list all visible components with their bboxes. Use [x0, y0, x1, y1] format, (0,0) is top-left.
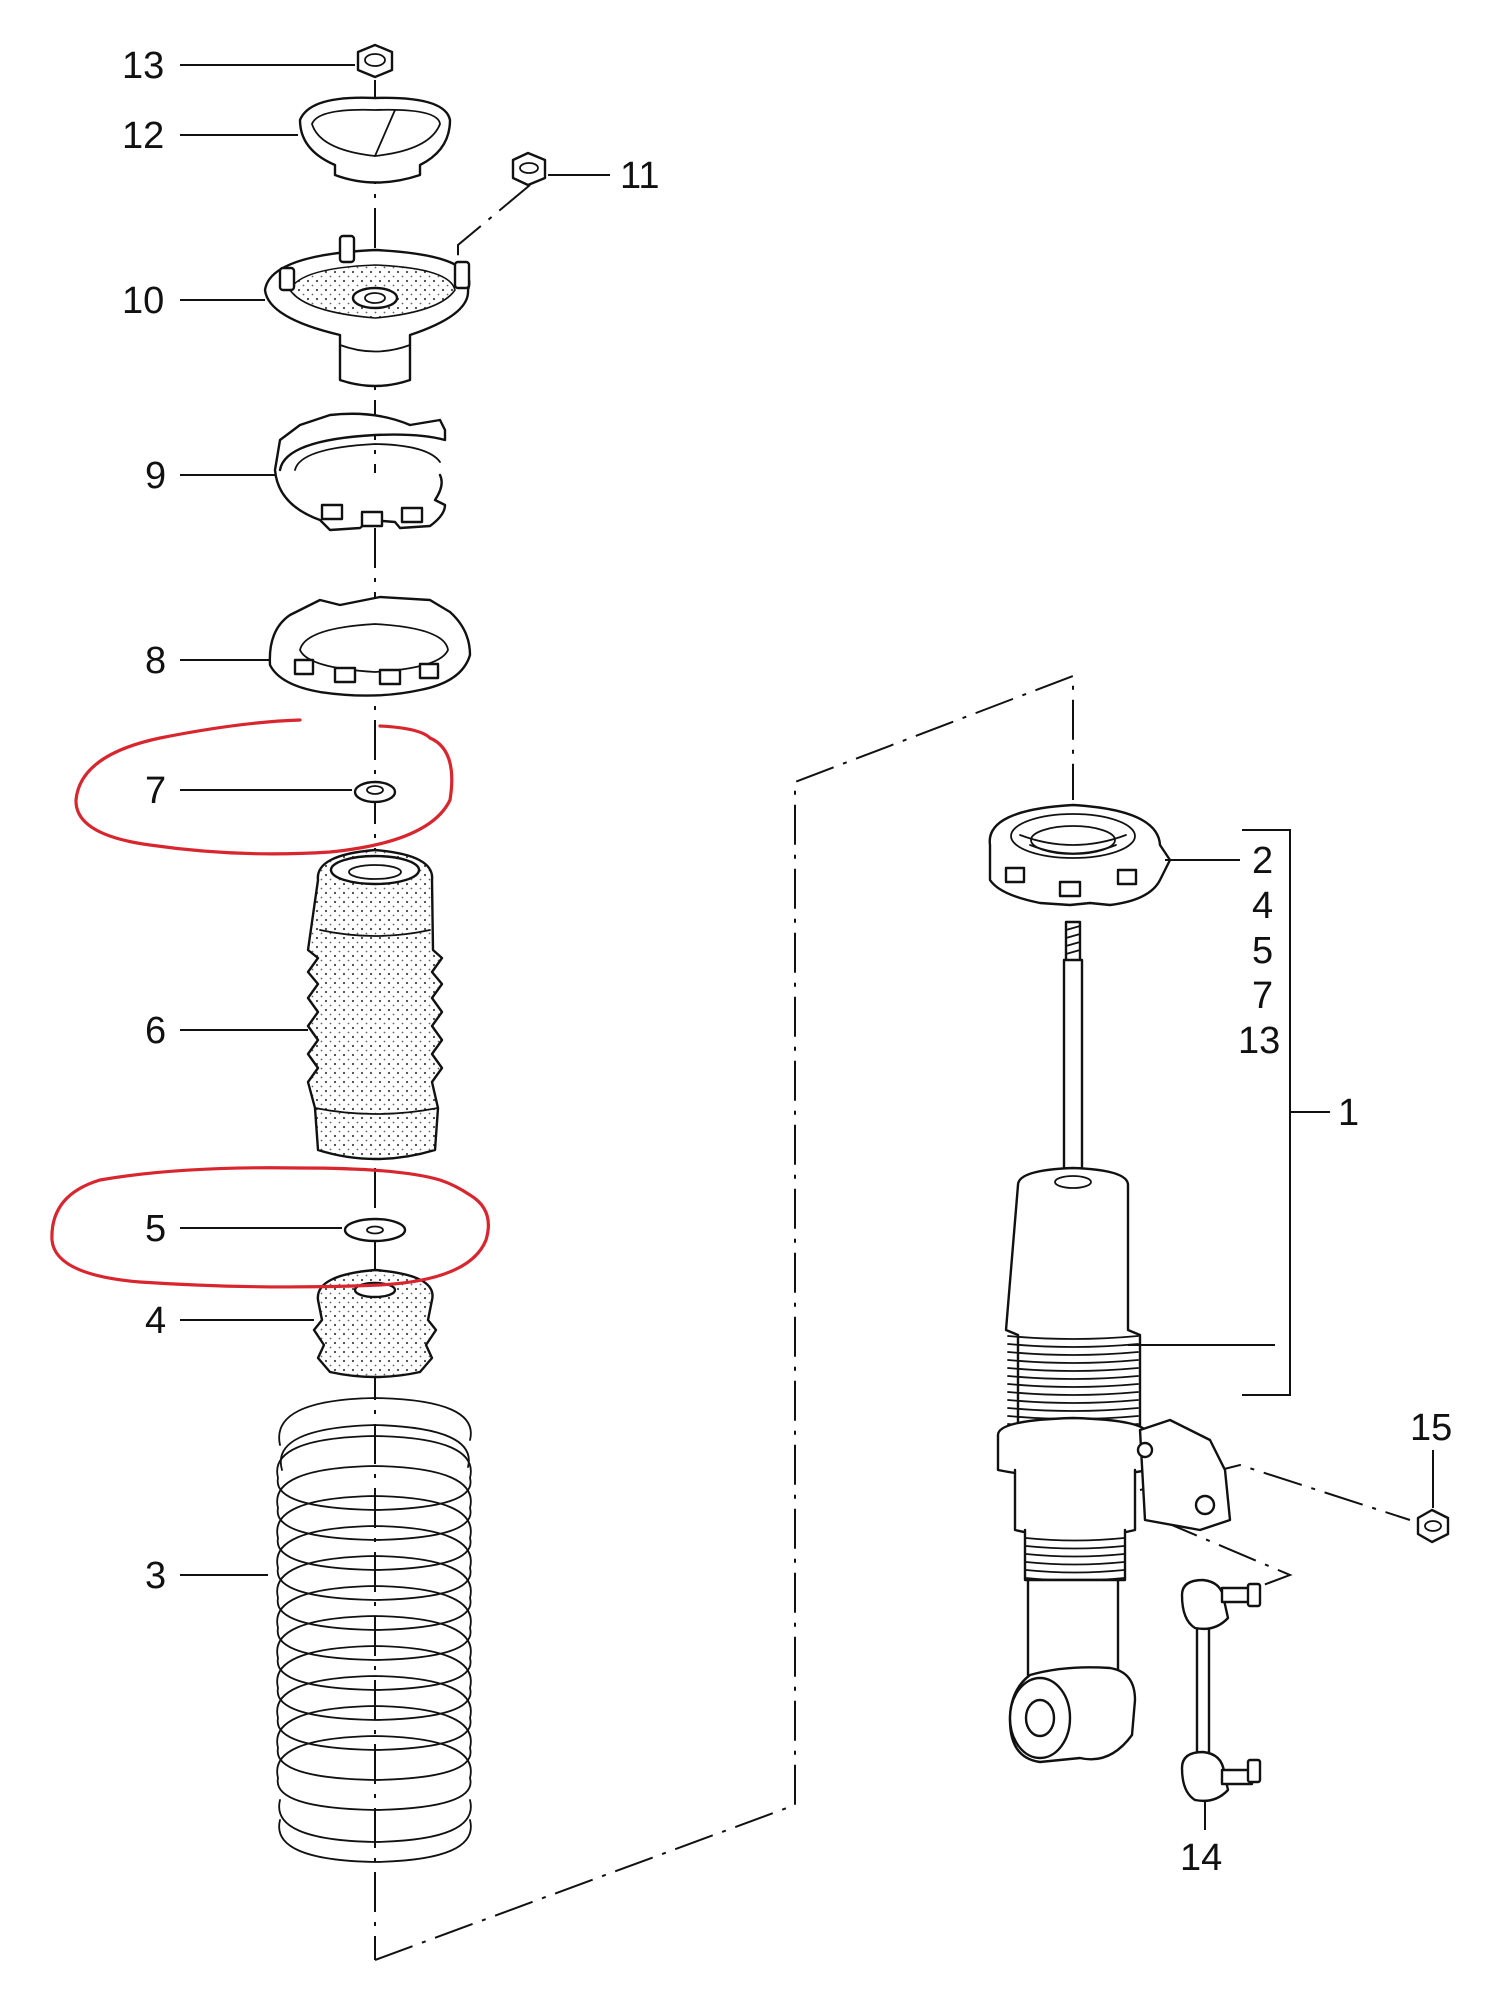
shock-thread-line [1007, 1391, 1139, 1396]
spring-coil [276, 1555, 472, 1631]
assembly-routing-line [374, 184, 1411, 1961]
label-1: 1 [1338, 1092, 1359, 1134]
label-11: 11 [620, 155, 659, 197]
part-8-spring-seat [268, 595, 472, 697]
label-14: 14 [1180, 1837, 1222, 1879]
spring-coil [276, 1435, 472, 1511]
label-8: 8 [145, 640, 166, 682]
part-15-nut [1416, 1508, 1450, 1544]
label-10: 10 [122, 280, 164, 322]
shock-thread-line [1025, 1545, 1125, 1550]
part-11-nut [511, 151, 547, 187]
spring-coil [276, 1465, 472, 1541]
part-14-sway-bar-link [1180, 1578, 1262, 1803]
part-4-bump-stop [312, 1268, 438, 1379]
spring-coil [276, 1495, 472, 1571]
shock-thread-line [1007, 1407, 1139, 1412]
shock-thread-line [1007, 1383, 1139, 1388]
shock-thread-line [1007, 1343, 1139, 1348]
label-2: 2 [1252, 840, 1273, 882]
part-5-washer [343, 1217, 407, 1243]
kit-item-13: 13 [1238, 1020, 1280, 1062]
label-15: 15 [1410, 1407, 1452, 1449]
shock-thread-line [1025, 1569, 1125, 1574]
highlight-circles [50, 718, 490, 1289]
part-2-upper-seat [988, 803, 1172, 907]
kit-item-4: 4 [1252, 885, 1273, 927]
leader-lines [180, 64, 1434, 1830]
spring-coil [276, 1645, 472, 1721]
label-5: 5 [145, 1208, 166, 1250]
kit-item-7: 7 [1252, 975, 1273, 1017]
shock-thread-line [1007, 1351, 1139, 1356]
highlight-circle-part-5 [50, 1166, 490, 1289]
spring-coil [276, 1675, 472, 1751]
label-13: 13 [122, 45, 164, 87]
part-10-top-mount [263, 234, 471, 388]
kit-item-5: 5 [1252, 930, 1273, 972]
part-12-cap-cup [298, 96, 452, 184]
part-1-shock-absorber [996, 920, 1232, 1764]
part-labels: 13 12 11 10 9 8 7 6 5 4 3 2 4 5 7 13 1 1… [122, 45, 1452, 1879]
label-3: 3 [145, 1555, 166, 1597]
label-9: 9 [145, 455, 166, 497]
label-12: 12 [122, 115, 164, 157]
part-13-top-nut [356, 43, 394, 79]
highlight-circle-part-7 [74, 718, 454, 856]
shock-thread-line [1007, 1335, 1139, 1340]
label-7: 7 [145, 770, 166, 812]
shock-thread-line [1025, 1537, 1125, 1542]
part-6-dust-boot [306, 848, 444, 1161]
shock-thread-line [1007, 1375, 1139, 1380]
shock-thread-line [1007, 1367, 1139, 1372]
shock-thread-line [1025, 1561, 1125, 1566]
part-9-spacer-ring [273, 412, 447, 532]
spring-coil [276, 1585, 472, 1661]
spring-coil [276, 1735, 472, 1811]
shock-thread-line [1025, 1553, 1125, 1558]
shock-thread-line [1007, 1359, 1139, 1364]
spring-coil [276, 1525, 472, 1601]
spring-coil [276, 1705, 472, 1781]
part-3-coil-spring [276, 1397, 472, 1863]
label-6: 6 [145, 1010, 166, 1052]
part-7-washer-nut [353, 780, 397, 804]
spring-coil [276, 1615, 472, 1691]
shock-thread-line [1007, 1399, 1139, 1404]
label-4: 4 [145, 1300, 166, 1342]
